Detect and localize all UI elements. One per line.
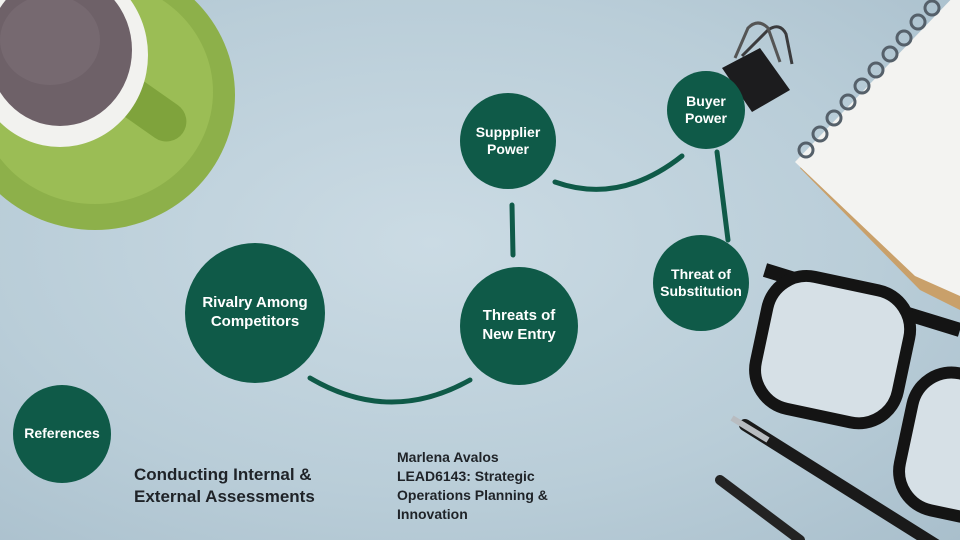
references-label: References bbox=[24, 425, 100, 442]
author-name: Marlena Avalos bbox=[397, 449, 499, 465]
rivalry-node[interactable]: Rivalry Among Competitors bbox=[185, 243, 325, 383]
notebook-icon bbox=[795, 0, 960, 310]
supplier-node[interactable]: Suppplier Power bbox=[460, 93, 556, 189]
course-line-1: LEAD6143: Strategic bbox=[397, 468, 535, 484]
supplier-label: Suppplier Power bbox=[475, 123, 541, 158]
glasses-icon bbox=[749, 263, 960, 524]
title-line-1: Conducting Internal & bbox=[134, 465, 312, 484]
title-line-2: External Assessments bbox=[134, 487, 315, 506]
references-node[interactable]: References bbox=[13, 385, 111, 483]
course-line-3: Innovation bbox=[397, 506, 468, 522]
pen-icon bbox=[730, 415, 940, 540]
path-connectors bbox=[307, 149, 731, 405]
coffee-cup-icon bbox=[0, 0, 235, 230]
substitution-node[interactable]: Threat of Substitution bbox=[653, 235, 749, 331]
buyer-node[interactable]: Buyer Power bbox=[667, 71, 745, 149]
author-info: Marlena Avalos LEAD6143: Strategic Opera… bbox=[397, 448, 548, 524]
binder-clip-icon bbox=[722, 21, 794, 112]
buyer-label: Buyer Power bbox=[684, 92, 727, 127]
rivalry-label: Rivalry Among Competitors bbox=[202, 294, 308, 330]
new-entry-node[interactable]: Threats of New Entry bbox=[460, 267, 578, 385]
connector-rivalry-entry bbox=[307, 375, 473, 405]
pencil-icon bbox=[715, 475, 805, 540]
new-entry-label: Threats of New Entry bbox=[482, 307, 556, 343]
presentation-title: Conducting Internal & External Assessmen… bbox=[134, 464, 315, 508]
course-line-2: Operations Planning & bbox=[397, 487, 548, 503]
connector-entry-supplier bbox=[509, 202, 516, 258]
connector-buyer-substitution bbox=[714, 149, 731, 243]
substitution-label: Threat of Substitution bbox=[660, 265, 742, 300]
connector-supplier-buyer bbox=[552, 153, 685, 192]
